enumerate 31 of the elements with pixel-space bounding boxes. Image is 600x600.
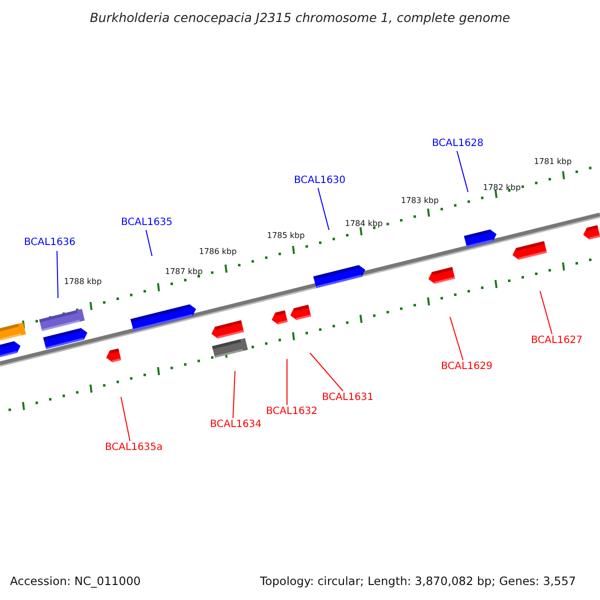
scale-label: 1783 kbp xyxy=(401,197,439,205)
leader-line xyxy=(286,358,288,406)
scale-label: 1788 kbp xyxy=(64,278,102,286)
scale-label: 1784 kbp xyxy=(345,220,383,228)
gene-label: BCAL1627 xyxy=(531,336,583,346)
leader-line xyxy=(540,290,552,334)
leader-line xyxy=(310,352,344,392)
leader-line xyxy=(146,230,152,256)
scale-label: 1782 kbp xyxy=(483,184,521,192)
accession-text: Accession: NC_011000 xyxy=(10,576,141,588)
gene-label: BCAL1629 xyxy=(441,362,493,372)
scale-label: 1781 kbp xyxy=(534,158,572,166)
gene-label: BCAL1631 xyxy=(322,393,374,403)
scale-label: 1785 kbp xyxy=(267,232,305,240)
genome-info-text: Topology: circular; Length: 3,870,082 bp; Genes: 3,557 xyxy=(260,576,576,588)
gene-label: BCAL1628 xyxy=(432,139,484,149)
leader-line xyxy=(318,188,330,230)
leader-line xyxy=(120,396,130,442)
gene-label: BCAL1636 xyxy=(24,238,76,248)
gene-label: BCAL1634 xyxy=(210,420,262,430)
gene-label: BCAL1630 xyxy=(294,176,346,186)
leader-line xyxy=(450,316,464,360)
title: Burkholderia cenocepacia J2315 chromosome 1, complete genome xyxy=(88,12,512,24)
leader-line xyxy=(56,250,58,298)
gene-label: BCAL1635 xyxy=(121,218,173,228)
leader-line xyxy=(456,150,468,192)
gene-label: BCAL1632 xyxy=(266,407,318,417)
gene-label: BCAL1635a xyxy=(105,443,163,453)
leader-line xyxy=(232,370,236,418)
scale-label: 1786 kbp xyxy=(199,248,237,256)
scale-label: 1787 kbp xyxy=(165,268,203,276)
